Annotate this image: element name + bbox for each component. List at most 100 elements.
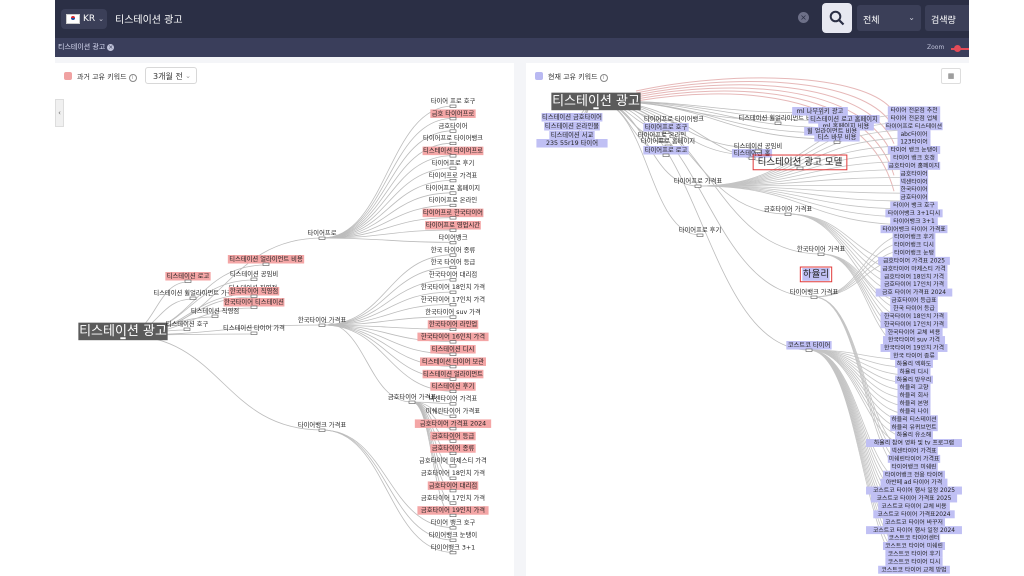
keyword-label: 티스테이션 얼라이언트 비용 — [229, 254, 303, 263]
country-selector[interactable]: KR ⌄ — [61, 9, 107, 29]
graph-link-faint — [635, 90, 895, 176]
graph-node — [449, 228, 457, 232]
keyword-label: 티스테이션 로고 홈페이지 — [810, 114, 878, 123]
keyword-label: 코스트코 타이어 디시 — [888, 557, 941, 565]
keyword-label: 타이어프로 호구 — [645, 122, 688, 131]
keyword-highlight — [536, 139, 608, 148]
graph-node — [805, 348, 813, 352]
keyword-label: 금호타이어 마제스티 가격 — [882, 264, 945, 272]
keyword-highlight — [430, 345, 476, 354]
keyword-label: 타이어프로 영업시간 — [426, 220, 480, 229]
keyword-highlight — [895, 431, 933, 440]
graph-node — [449, 476, 457, 480]
graph-link — [321, 192, 454, 239]
keyword-label: 티스테이션 얼라이먼트 — [423, 369, 483, 378]
graph-node — [796, 166, 804, 170]
graph-link — [697, 185, 915, 202]
graph-node — [754, 149, 762, 153]
keyword-label: 하율리 유소해 — [897, 431, 931, 439]
current-keywords-checkbox[interactable] — [535, 72, 543, 80]
keyword-label: 코스트코 타이어 행사 일정 2024 — [873, 526, 955, 534]
keyword-tag[interactable]: 티스테이션 광고× — [58, 42, 115, 52]
keyword-label: 티스테이션 타이어프로 — [423, 146, 483, 155]
graph-link — [122, 334, 323, 431]
search-input[interactable]: 티스테이션 광고 — [115, 15, 183, 26]
keyword-label: 티스테이션 호구 — [166, 319, 209, 328]
info-icon[interactable]: i — [599, 74, 608, 82]
keyword-label: 금호타이어 가격표 — [764, 204, 813, 213]
graph-node — [449, 327, 457, 332]
keyword-label: 타이어프로 한국타이어 — [423, 208, 483, 217]
keyword-label: 한국타이어 — [900, 185, 927, 193]
keyword-label: 금호타이어 홈페이지 — [889, 161, 940, 169]
keyword-label: 넥센타이어 — [900, 177, 927, 185]
keyword-label: 하율리 회사 — [900, 391, 930, 399]
keyword-highlight — [887, 161, 941, 170]
past-keywords-checkbox[interactable] — [64, 72, 72, 80]
graph-node — [119, 336, 127, 340]
keyword-label: 하율리 디시 — [900, 367, 929, 375]
graph-node — [449, 303, 457, 307]
graph-node — [318, 236, 326, 240]
keyword-highlight — [880, 225, 948, 234]
keyword-highlight — [228, 287, 280, 296]
clear-icon[interactable]: × — [798, 12, 809, 23]
keyword-highlight — [808, 115, 880, 124]
keyword-label: ml 홈페이지 비용 — [823, 121, 870, 130]
close-icon[interactable]: × — [107, 44, 115, 51]
keyword-label: 티스테이션 금호타이어 — [542, 112, 602, 121]
graph-node — [694, 184, 702, 188]
search-button[interactable] — [822, 3, 852, 33]
keyword-label: 한국타이어 가격표 — [298, 315, 347, 324]
keyword-label: 아반떼 ad 타이어 가격 — [886, 478, 942, 486]
keyword-highlight — [422, 146, 484, 156]
keyword-highlight — [885, 122, 943, 131]
graph-link-faint — [635, 77, 895, 113]
graph-node — [449, 389, 457, 394]
keyword-highlight — [880, 264, 948, 273]
graph-node — [662, 153, 670, 157]
keyword-label: 금호타이어 종류 — [432, 443, 475, 452]
keyword-highlight — [866, 486, 962, 495]
graph-node — [449, 427, 457, 431]
graph-link — [595, 100, 815, 298]
keyword-label: 타이어 전문점 업체 — [890, 114, 937, 122]
sort-select[interactable]: 검색량 — [925, 5, 969, 31]
collapse-panel-button[interactable]: ‹ — [55, 99, 64, 127]
keyword-label: 금호타이어 — [900, 193, 927, 201]
period-select[interactable]: 3개월 전 ⌄ — [145, 67, 197, 84]
scope-select[interactable]: 전체 ⌄ — [857, 5, 921, 31]
info-icon[interactable]: i — [128, 74, 137, 82]
keyword-label: 타이어프로 홈페이지 — [426, 183, 480, 192]
keyword-highlight — [890, 201, 938, 210]
keyword-label: 금호타이어 19인치 가격 — [421, 505, 485, 514]
keyword-label: 한국 타이어 종류 — [431, 245, 476, 254]
keyword-label: 타이어뱅크 — [439, 232, 468, 241]
graph-node — [449, 513, 457, 518]
keyword-label: 타이어 뱅크 호구 — [893, 201, 935, 209]
graph-node — [449, 402, 457, 406]
keyword-highlight — [78, 322, 168, 341]
keyword-label: 하율리 — [803, 268, 829, 280]
keyword-highlight — [890, 415, 938, 424]
keyword-label: 티스테이션 홈 — [734, 148, 771, 157]
keyword-label: 하율리 방우리 — [897, 375, 931, 383]
keyword-label: 타이어프로 티스테이션 — [886, 122, 942, 130]
graph-link — [697, 184, 915, 187]
keyword-highlight — [792, 107, 848, 116]
keyword-highlight — [887, 114, 941, 123]
chevron-down-icon: ⌄ — [908, 13, 915, 22]
keyword-label: 티스테이션 후기 — [432, 381, 475, 390]
keyword-highlight — [887, 106, 941, 115]
keyword-label: 금호타이어 — [900, 169, 927, 177]
map-view-button[interactable]: ▦ — [941, 68, 961, 84]
keyword-label: 한국타이어 19인치 가격 — [884, 344, 944, 352]
keyword-label: 타이어뱅크 3+1 — [893, 217, 935, 225]
keyword-label: 금호타이어 등급 — [432, 431, 475, 440]
keyword-label: 금호타이어 마제스티 가격 — [419, 456, 487, 465]
graph-link — [595, 100, 810, 351]
keyword-label: 하율리 엑화도 — [897, 359, 932, 367]
zoom-slider-handle[interactable] — [954, 45, 961, 52]
keyword-label: 타이어 뱅크 호구 — [431, 518, 476, 527]
